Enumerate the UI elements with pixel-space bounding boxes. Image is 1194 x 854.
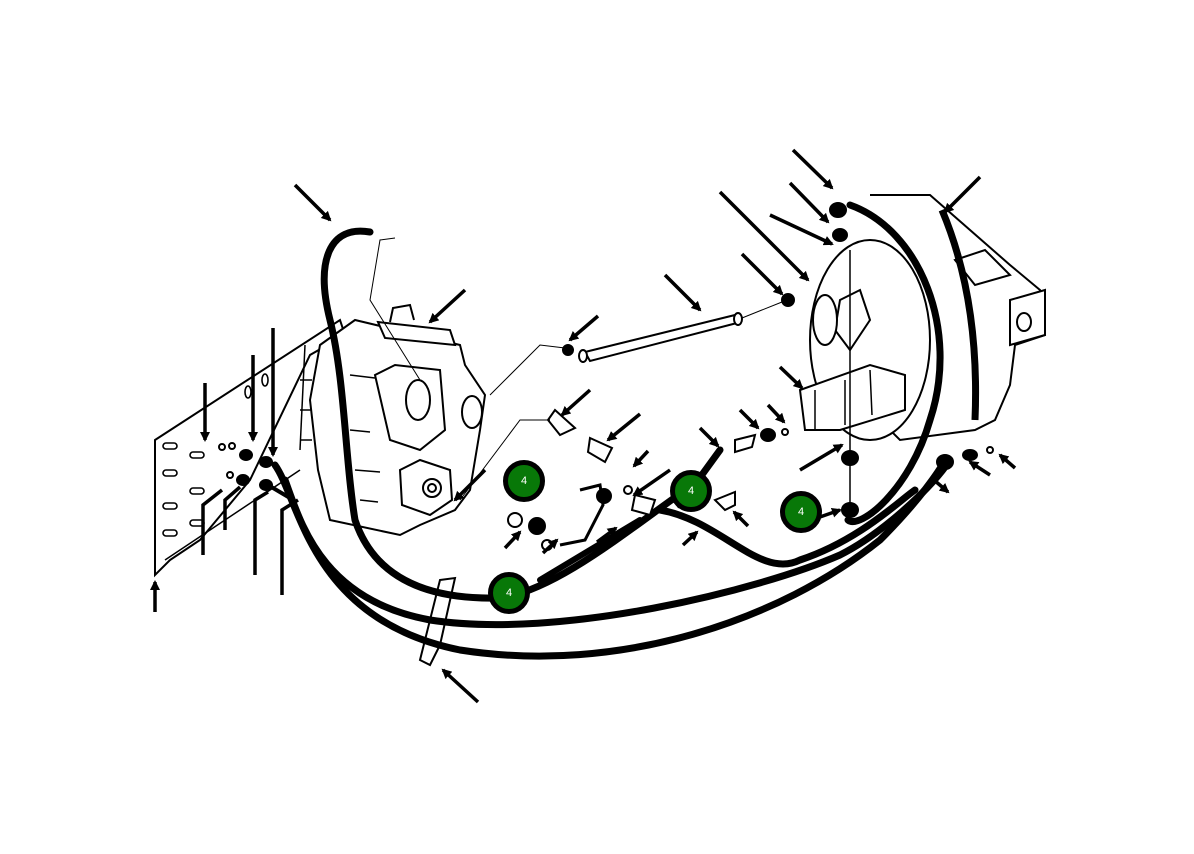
callout-label: 4 (520, 475, 528, 487)
leader-arrows (150, 148, 1017, 704)
callout-balloon[interactable]: 4 (503, 460, 545, 502)
callout-balloon[interactable]: 4 (488, 572, 530, 614)
leader-lines-elbow (201, 485, 299, 595)
callout-label: 4 (797, 506, 805, 518)
callout-balloon[interactable]: 4 (780, 491, 822, 533)
callout-label: 4 (687, 485, 695, 497)
callout-balloon[interactable]: 4 (670, 470, 712, 512)
bellhousing (798, 194, 1047, 442)
tube-assembly (369, 202, 994, 667)
hoses (271, 201, 954, 660)
callout-label: 4 (505, 587, 513, 599)
gear-housing (299, 303, 487, 537)
